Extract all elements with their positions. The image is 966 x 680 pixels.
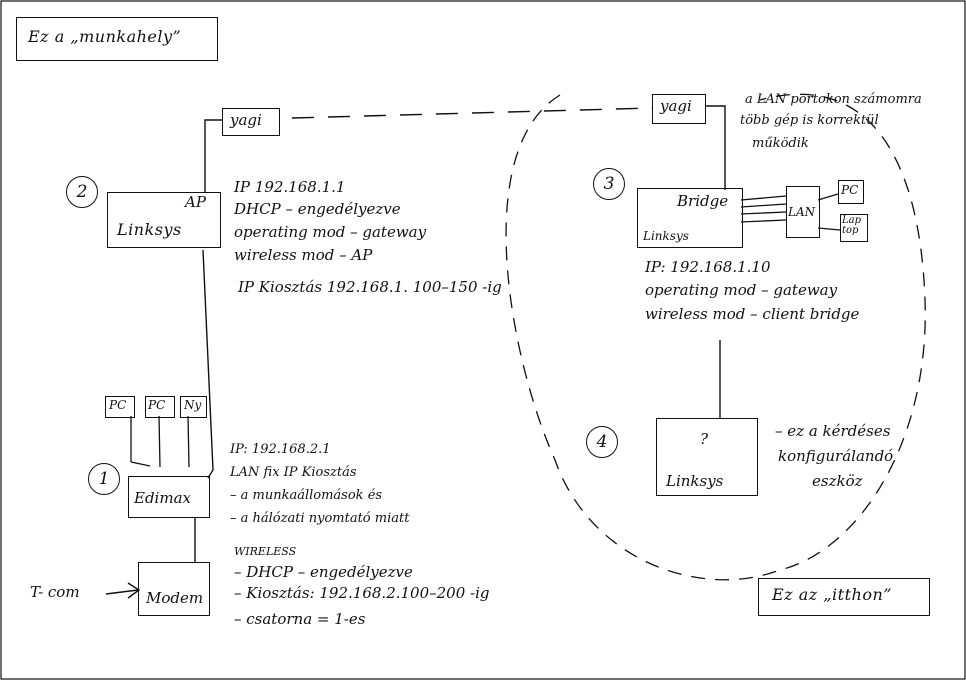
edimax-note-dhcp: – DHCP – engedélyezve <box>234 563 413 581</box>
ap-top-label: AP <box>185 193 206 211</box>
ap-note-kiosztas: IP Kiosztás 192.168.1. 100–150 -ig <box>238 278 502 296</box>
bridge-note-wireless: wireless mod – client bridge <box>645 305 860 323</box>
ny-box <box>180 396 207 418</box>
yagi-right-box <box>652 94 706 124</box>
yagi-left-label: yagi <box>230 111 262 129</box>
edimax-box <box>128 476 210 518</box>
ap-note-wireless: wireless mod – AP <box>234 246 373 264</box>
pc-right-label: PC <box>841 183 859 197</box>
bridge-box <box>637 188 743 248</box>
modem-label: Modem <box>146 589 204 607</box>
lan-note-1: a LAN portokon számomra <box>745 92 922 107</box>
linksys4-question: ? <box>700 430 709 448</box>
edimax-note-kiosztas: – Kiosztás: 192.168.2.100–200 -ig <box>234 584 490 602</box>
question-note-3: eszköz <box>812 472 863 490</box>
pc-right-box <box>838 180 864 204</box>
title-work: Ez a „munkahely” <box>28 27 182 46</box>
ap-linksys-label: Linksys <box>117 220 182 239</box>
modem-box <box>138 562 210 616</box>
ny-label: Ny <box>184 398 202 412</box>
ap-note-operating: operating mod – gateway <box>234 223 427 241</box>
title-home: Ez az „itthon” <box>772 585 892 604</box>
ap-note-dhcp: DHCP – engedélyezve <box>234 200 401 218</box>
ap-linksys-box <box>107 192 221 248</box>
edimax-note-wireless: WIRELESS <box>234 545 297 558</box>
number-4: 4 <box>586 426 618 458</box>
edimax-note-lan: LAN fix IP Kiosztás <box>230 465 357 480</box>
laptop-label: Lap top <box>842 215 862 236</box>
linksys4-box <box>656 418 758 496</box>
wire-ap-edimax <box>202 249 214 479</box>
number-3: 3 <box>593 168 625 200</box>
title-work-box <box>16 17 218 61</box>
number-1: 1 <box>88 463 120 495</box>
wireless-link <box>291 107 653 119</box>
edimax-note-ip: IP: 192.168.2.1 <box>230 442 331 457</box>
wire-yagi-bridge <box>705 105 726 190</box>
edimax-note-munka: – a munkaállomások és <box>230 488 383 503</box>
lan-note-3: működik <box>752 136 809 151</box>
bridge-note-operating: operating mod – gateway <box>645 281 838 299</box>
lan-note-2: több gép is korrektül <box>740 113 879 128</box>
question-note-2: konfigurálandó <box>778 447 894 465</box>
question-note-1: – ez a kérdéses <box>775 422 891 440</box>
laptop-box <box>840 214 868 242</box>
bridge-top-label: Bridge <box>677 192 729 210</box>
edimax-note-nyomtato: – a hálózati nyomtató miatt <box>230 511 410 526</box>
pc2-label: PC <box>148 398 166 412</box>
bridge-linksys-label: Linksys <box>643 229 689 243</box>
home-boundary <box>505 93 926 581</box>
lan-label: LAN <box>788 205 816 219</box>
pc1-box <box>105 396 135 418</box>
bridge-note-ip: IP: 192.168.1.10 <box>645 258 771 276</box>
lan-switch-box <box>786 186 820 238</box>
title-home-box <box>758 578 930 616</box>
pc1-label: PC <box>109 398 127 412</box>
edimax-note-csatorna: – csatorna = 1-es <box>234 610 366 628</box>
number-2: 2 <box>66 176 98 208</box>
tcom-label: T- com <box>30 583 80 601</box>
yagi-left-box <box>222 108 280 136</box>
wire-yagi-ap <box>204 119 222 192</box>
linksys4-label: Linksys <box>666 472 724 490</box>
edimax-label: Edimax <box>134 489 191 507</box>
yagi-right-label: yagi <box>660 97 692 115</box>
ap-note-ip: IP 192.168.1.1 <box>234 178 346 196</box>
pc2-box <box>145 396 175 418</box>
